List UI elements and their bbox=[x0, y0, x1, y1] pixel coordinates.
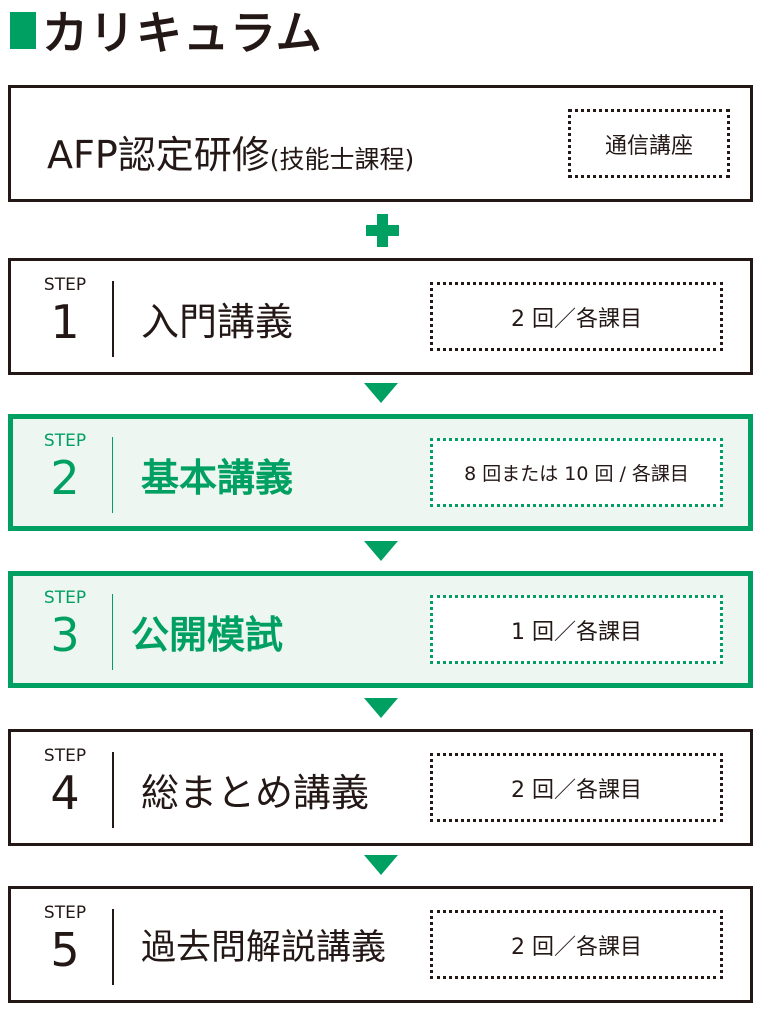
course-subtitle: (技能士課程) bbox=[269, 145, 415, 174]
step-number: 4 bbox=[50, 766, 80, 820]
step-number: 3 bbox=[50, 608, 80, 662]
step-3: STEP 3 公開模試 1 回／各課目 bbox=[8, 571, 753, 688]
step-number: 2 bbox=[50, 451, 80, 505]
step-sessions: 1 回／各課目 bbox=[430, 595, 723, 664]
divider bbox=[112, 437, 113, 513]
step-sessions: 2 回／各課目 bbox=[430, 753, 723, 822]
step-5: STEP 5 過去問解説講義 2 回／各課目 bbox=[8, 886, 753, 1003]
step-sessions: 8 回または 10 回 / 各課目 bbox=[430, 438, 723, 507]
step-sessions: 2 回／各課目 bbox=[430, 910, 723, 979]
step-label: STEP bbox=[43, 275, 87, 295]
green-square-icon bbox=[10, 11, 36, 49]
step-name: 総まとめ講義 bbox=[141, 771, 370, 815]
afp-course-box: AFP認定研修(技能士課程) 通信講座 bbox=[8, 85, 753, 202]
step-number: 5 bbox=[50, 923, 80, 977]
arrow-down-icon bbox=[364, 698, 398, 718]
step-label: STEP bbox=[43, 431, 87, 451]
course-name: AFP認定研修(技能士課程) bbox=[47, 124, 414, 179]
arrow-down-icon bbox=[364, 855, 398, 875]
step-sessions: 2 回／各課目 bbox=[430, 282, 723, 351]
course-name-text: AFP認定研修 bbox=[47, 133, 270, 177]
step-label: STEP bbox=[43, 746, 87, 766]
step-name: 過去問解説講義 bbox=[141, 928, 387, 968]
step-number: 1 bbox=[50, 295, 80, 349]
section-title-text: カリキュラム bbox=[42, 6, 323, 60]
step-1: STEP 1 入門講義 2 回／各課目 bbox=[8, 258, 753, 375]
step-name: 入門講義 bbox=[141, 300, 294, 344]
step-label: STEP bbox=[43, 903, 87, 923]
step-name: 公開模試 bbox=[131, 613, 284, 657]
step-2: STEP 2 基本講義 8 回または 10 回 / 各課目 bbox=[8, 414, 753, 531]
divider bbox=[112, 281, 114, 357]
divider bbox=[112, 909, 114, 985]
section-title: カリキュラム bbox=[10, 2, 323, 60]
plus-icon bbox=[366, 214, 399, 247]
arrow-down-icon bbox=[364, 383, 398, 403]
step-label: STEP bbox=[43, 588, 87, 608]
arrow-down-icon bbox=[364, 541, 398, 561]
course-type-badge: 通信講座 bbox=[568, 109, 730, 178]
divider bbox=[112, 594, 113, 670]
step-name: 基本講義 bbox=[141, 456, 294, 500]
step-4: STEP 4 総まとめ講義 2 回／各課目 bbox=[8, 729, 753, 846]
divider bbox=[112, 752, 114, 828]
